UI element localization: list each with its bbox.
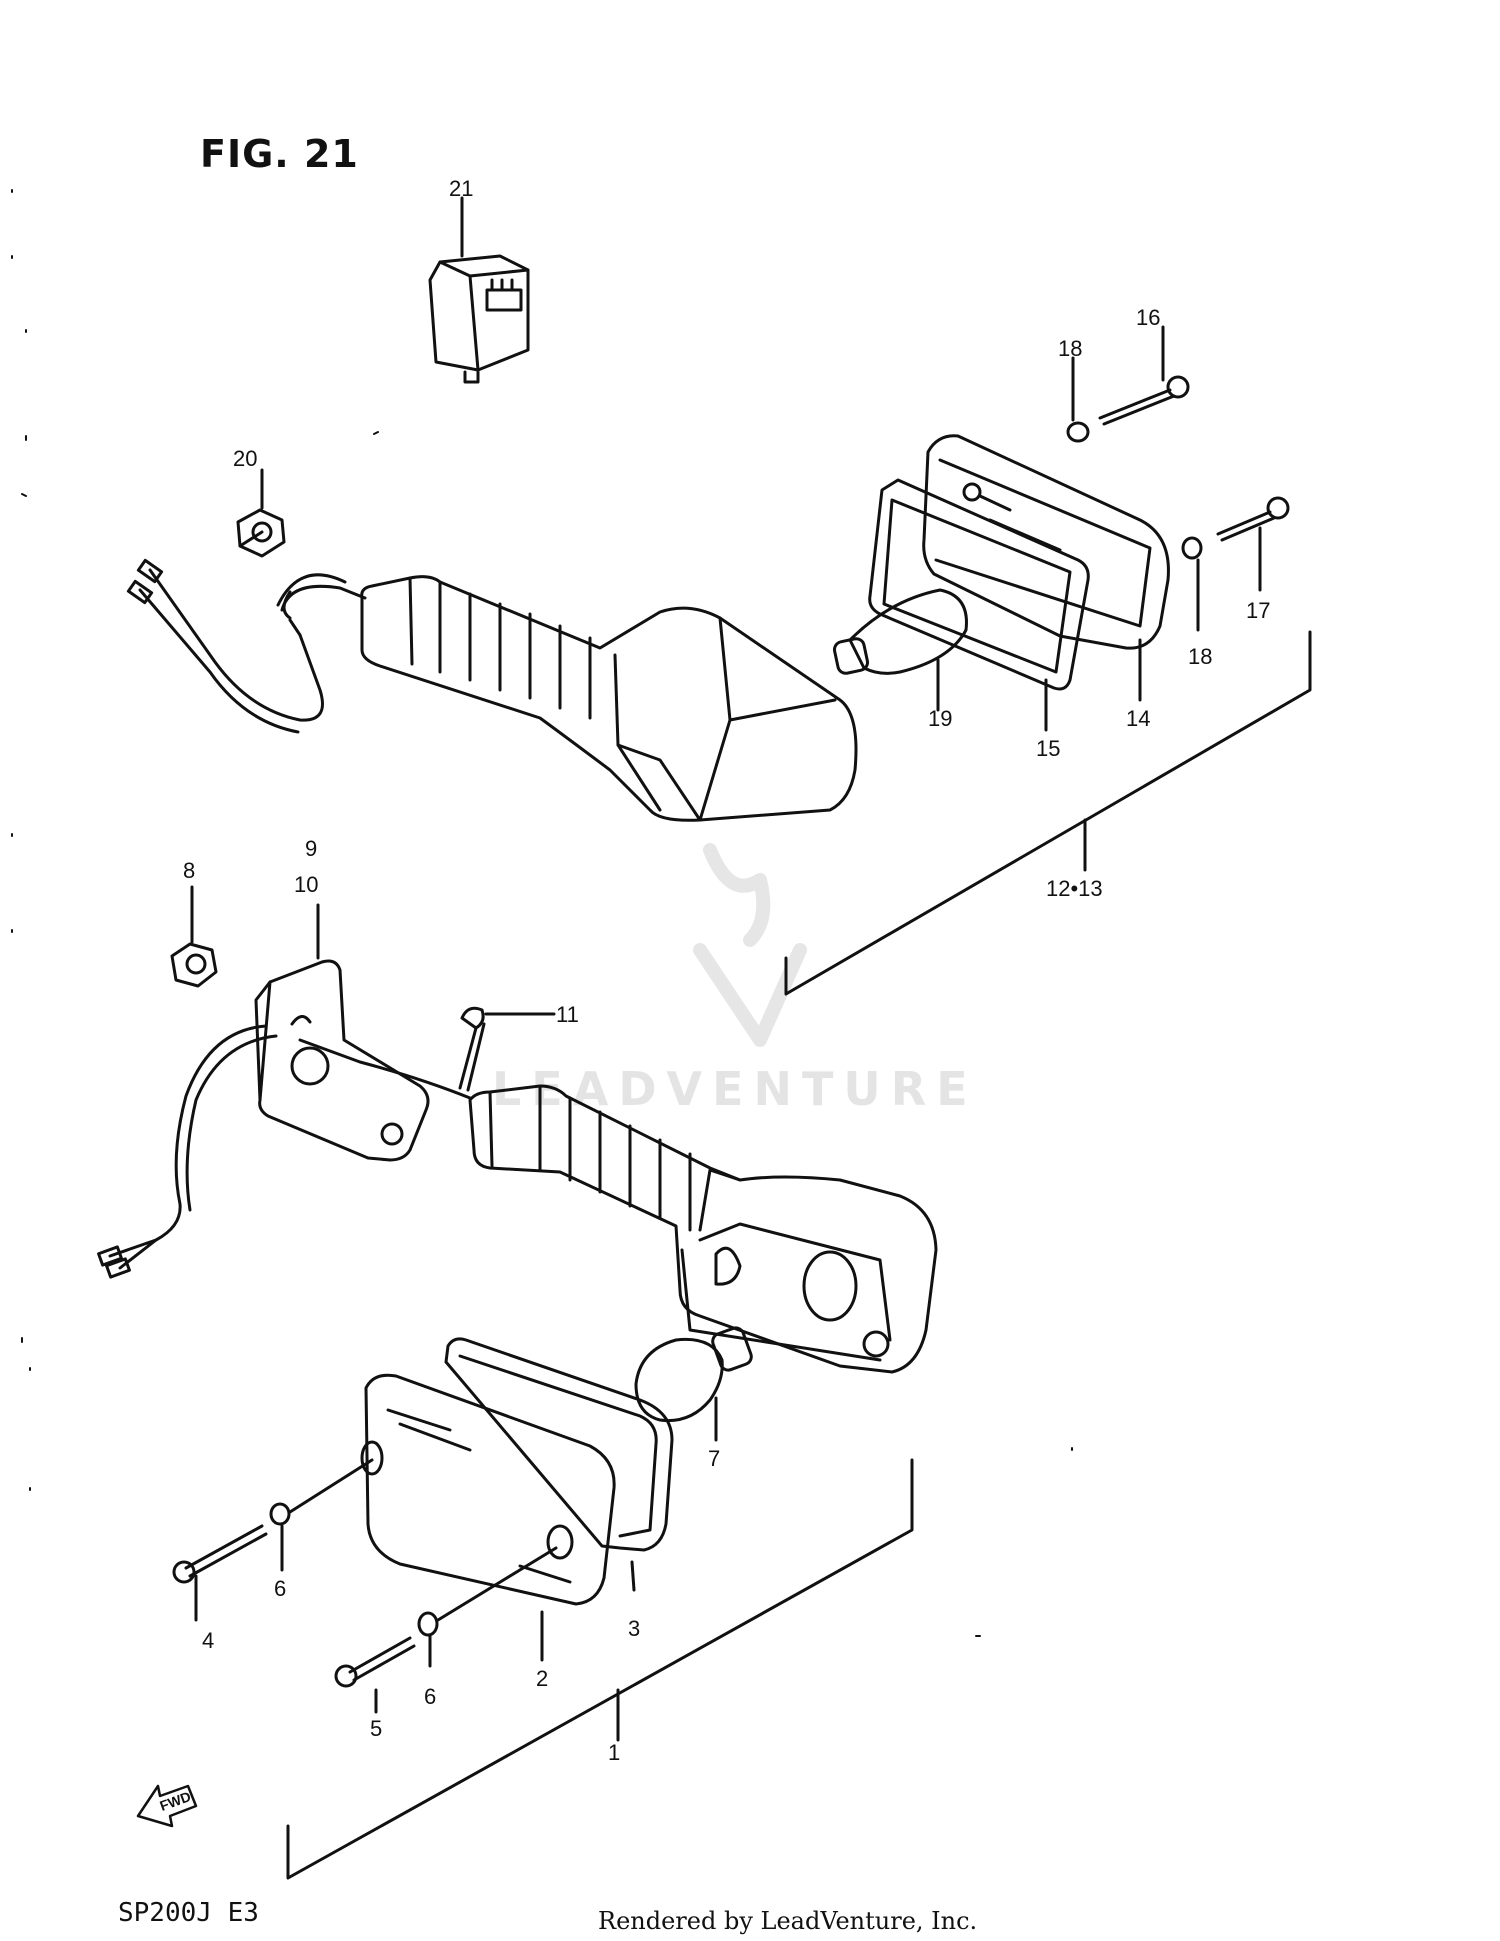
washer-6-upper[interactable] <box>269 1502 291 1526</box>
lens-2[interactable] <box>360 1373 616 1606</box>
figure-title: FIG. 21 <box>200 132 359 176</box>
bracket-1 <box>286 1458 914 1880</box>
render-credit: Rendered by LeadVenture, Inc. <box>598 1907 978 1935</box>
callout-16: 16 <box>1136 305 1160 330</box>
callout-15: 15 <box>1036 736 1060 761</box>
callout-9: 9 <box>305 836 317 861</box>
washer-18-upper[interactable] <box>1066 421 1090 443</box>
callout-6-lower: 6 <box>424 1684 436 1709</box>
upper-turn-signal-body[interactable] <box>360 575 858 822</box>
callout-20: 20 <box>233 446 257 471</box>
screw-11[interactable] <box>458 1006 486 1092</box>
callout-5: 5 <box>370 1716 382 1741</box>
model-code: SP200J E3 <box>118 1898 259 1928</box>
bulb-7[interactable] <box>634 1326 754 1423</box>
screw-16[interactable] <box>1098 375 1190 426</box>
gasket-3[interactable] <box>444 1337 674 1552</box>
bracket-9-10[interactable] <box>254 959 430 1162</box>
lower-turn-signal-body[interactable] <box>468 1084 938 1374</box>
callout-11: 11 <box>556 1002 579 1027</box>
relay-21[interactable] <box>428 254 530 384</box>
callout-2: 2 <box>536 1666 548 1691</box>
nut-20[interactable] <box>236 508 286 558</box>
callout-10: 10 <box>294 872 318 897</box>
callout-6-upper: 6 <box>274 1576 286 1601</box>
scan-specks <box>11 189 1073 1637</box>
callout-17: 17 <box>1246 598 1270 623</box>
callout-7: 7 <box>708 1446 720 1471</box>
callout-8: 8 <box>183 858 195 883</box>
assembly-line-4 <box>288 1458 374 1514</box>
callout-4: 4 <box>202 1628 214 1653</box>
callout-19: 19 <box>928 706 952 731</box>
callout-3: 3 <box>628 1616 640 1641</box>
washer-6-lower[interactable] <box>417 1611 439 1637</box>
bracket-12-13 <box>784 630 1312 996</box>
lower-wire-harness[interactable] <box>97 1024 472 1279</box>
lens-14[interactable] <box>922 434 1170 650</box>
gasket-15[interactable] <box>868 478 1090 691</box>
washer-18-lower[interactable] <box>1181 536 1203 560</box>
callout-21: 21 <box>449 176 473 201</box>
screw-4[interactable] <box>172 1524 268 1584</box>
watermark-logo <box>693 843 807 1047</box>
fwd-arrow-icon <box>136 1784 198 1828</box>
screw-5[interactable] <box>334 1636 416 1688</box>
callout-12-13: 12•13 <box>1046 876 1103 901</box>
callout-18-upper: 18 <box>1058 336 1082 361</box>
assembly-line-5 <box>436 1546 558 1622</box>
callout-1: 1 <box>608 1740 620 1765</box>
nut-8[interactable] <box>170 942 218 988</box>
bulb-19[interactable] <box>832 588 968 675</box>
callout-14: 14 <box>1126 706 1150 731</box>
upper-wire-harness[interactable] <box>126 558 367 734</box>
callout-18-lower: 18 <box>1188 644 1212 669</box>
leader-3 <box>630 1560 636 1592</box>
screw-17[interactable] <box>1216 496 1290 542</box>
